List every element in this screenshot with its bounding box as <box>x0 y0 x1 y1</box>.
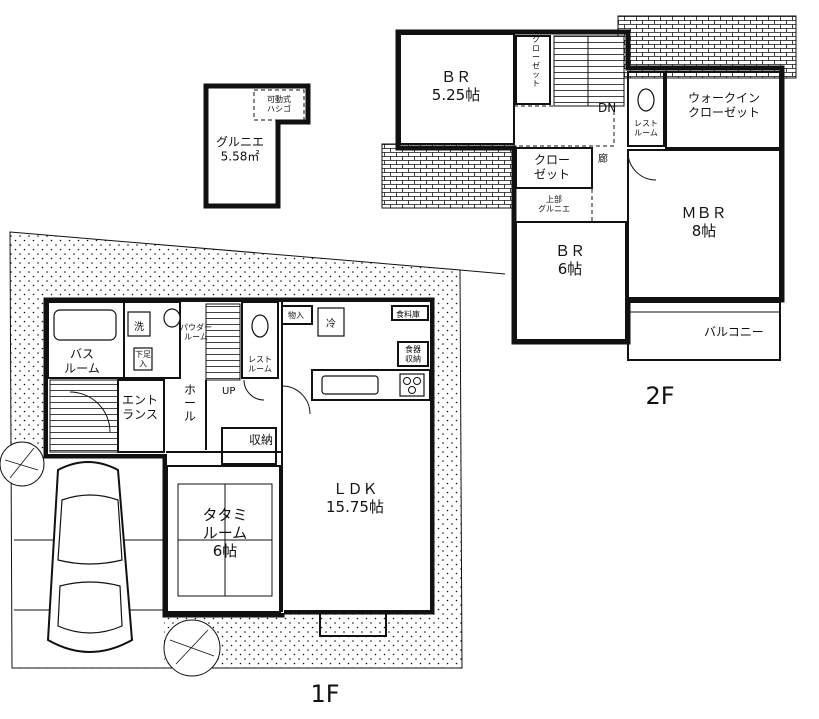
floor-2-label: 2F <box>645 382 674 410</box>
tree-icon <box>0 441 45 487</box>
entrance-label: エントランス <box>122 393 158 421</box>
restroom-2f-label: レストルーム <box>634 119 658 138</box>
pantry-box <box>391 305 429 321</box>
storage-label: 物入 <box>288 310 304 320</box>
ladder-box <box>253 89 305 121</box>
ladder-label: 可動式ハシゴ <box>267 94 291 114</box>
car-icon <box>46 461 134 653</box>
roof-brick <box>381 143 515 209</box>
site-boundary-line <box>459 269 506 275</box>
restroom-1f-label: レストルーム <box>248 355 272 374</box>
tatami-room <box>166 465 281 613</box>
wash-room <box>123 301 181 379</box>
hall-label: ホール <box>184 383 196 423</box>
balcony-label: バルコニー <box>704 325 764 339</box>
upper-grenier-label: 上部グルニエ <box>538 194 570 214</box>
washing-machine <box>127 311 151 337</box>
house-outer-wall <box>43 297 435 618</box>
closet-top-box <box>515 35 551 105</box>
burner <box>408 386 416 394</box>
balcony <box>627 301 781 361</box>
entrance-door-swing <box>69 391 111 433</box>
bath-room-label: バスルーム <box>64 347 100 375</box>
mbr-room <box>627 149 781 299</box>
dish-cabinet-label: 食器収納 <box>405 344 421 364</box>
shoe-cabinet-label: 下足入 <box>135 350 151 369</box>
kitchen-counter <box>311 369 431 401</box>
up-label: UP <box>222 386 235 397</box>
toilet <box>251 314 269 338</box>
door-swing <box>281 385 311 415</box>
floor-2-outer-wall <box>395 29 785 345</box>
restroom-1f <box>241 301 279 379</box>
dish-cabinet <box>397 341 429 367</box>
floor-1: バスルーム 洗 パウダールーム レストルーム 物入 冷 食料庫 食器収納 下足入… <box>0 231 506 708</box>
cooktop <box>399 373 425 397</box>
burner <box>403 377 411 385</box>
closet-top-label: クローゼット <box>532 35 540 88</box>
powder-room-label: パウダールーム <box>180 322 212 342</box>
shoe-cabinet <box>133 347 153 371</box>
stairs-2f <box>553 35 625 107</box>
closet-mid-label: クローゼット <box>534 153 570 181</box>
tree-icon <box>163 619 221 677</box>
corridor-label: 廊 <box>598 152 608 165</box>
fridge-label: 冷 <box>326 317 336 330</box>
closet-label: 収納 <box>249 433 273 447</box>
br-mid-room <box>515 221 627 341</box>
dn-label: DN <box>598 101 616 115</box>
restroom-2f <box>627 71 665 147</box>
stairs-1f <box>205 303 241 381</box>
floor-1-label: 1F <box>310 680 339 708</box>
grenier-room <box>203 83 311 209</box>
entrance-floor <box>49 379 119 453</box>
corridor-dash <box>513 105 615 147</box>
door-swing <box>243 379 265 401</box>
door-swing <box>627 151 657 181</box>
wash-basin <box>163 308 181 328</box>
walkin-closet <box>665 71 781 149</box>
kitchen-sink <box>321 375 379 395</box>
storage-closet <box>221 427 277 465</box>
toilet-2f <box>637 88 655 112</box>
wash-label: 洗 <box>134 321 144 333</box>
bathtub <box>53 309 117 341</box>
walkin-closet-label: ウォークインクローゼット <box>688 91 760 119</box>
burner <box>413 377 421 385</box>
window <box>319 611 387 637</box>
fridge-box <box>317 307 345 337</box>
pantry-label: 食料庫 <box>396 309 420 319</box>
entrance-step <box>117 379 165 453</box>
